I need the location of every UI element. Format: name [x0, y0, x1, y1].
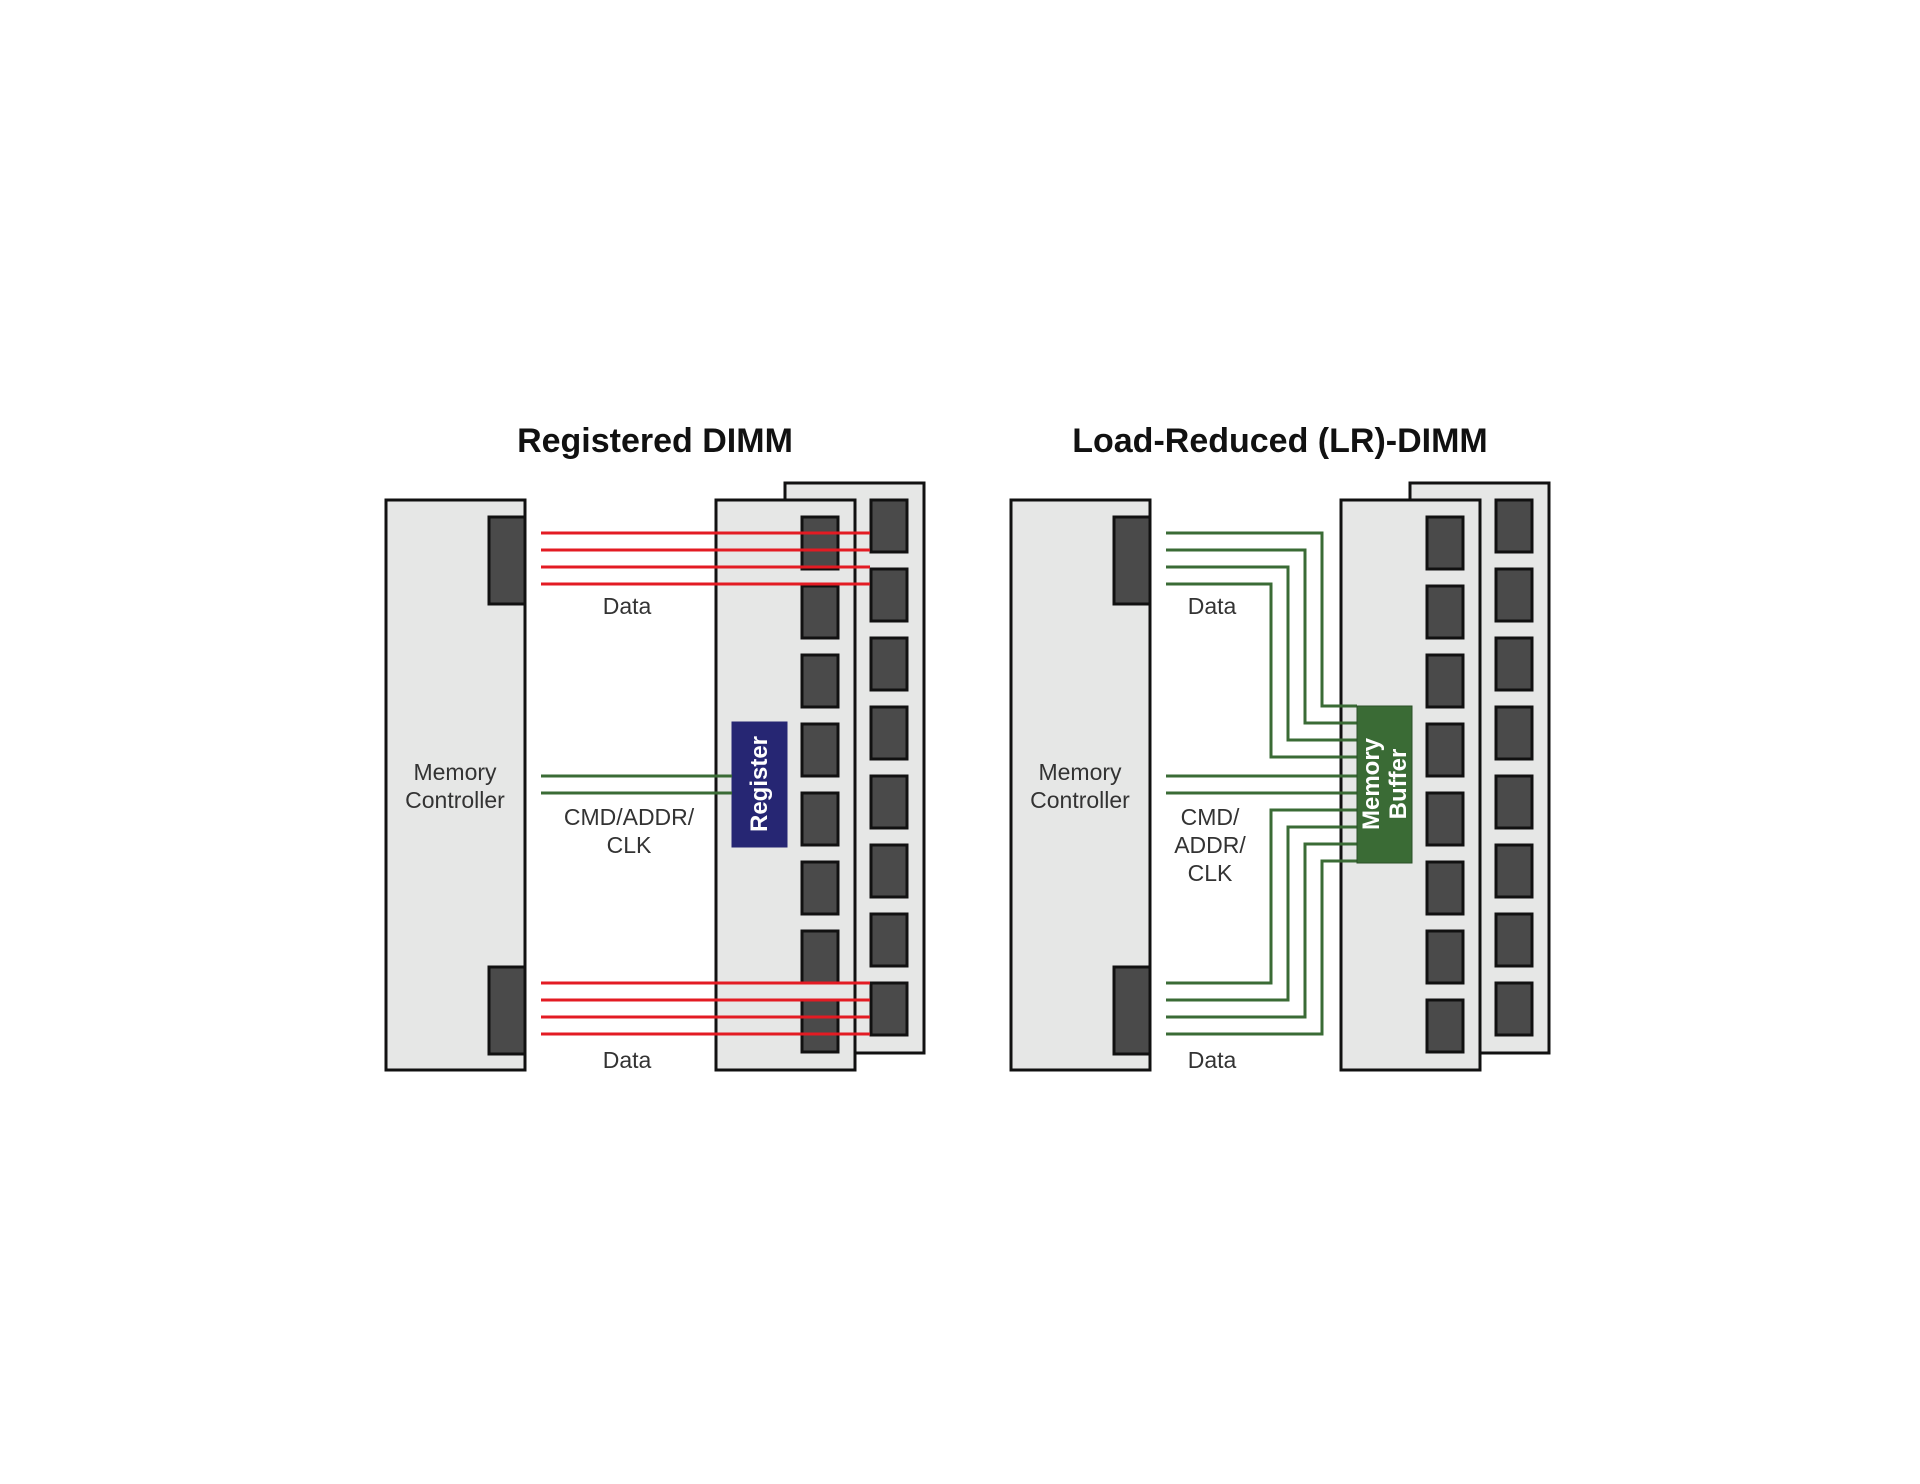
dram-chip: [1494, 774, 1534, 830]
data-bus-top: [541, 531, 870, 586]
dram-chip: [1494, 843, 1534, 899]
register-label: Register: [746, 736, 773, 832]
dram-chip: [800, 860, 840, 916]
data-label-top: Data: [603, 593, 652, 619]
dram-chip: [1494, 498, 1534, 554]
front-dram-chips: [800, 515, 840, 1054]
front-dram-chips: [1425, 515, 1465, 1054]
data-label-top: Data: [1188, 593, 1237, 619]
back-dram-chips: [869, 498, 909, 1037]
dram-chip: [1494, 981, 1534, 1037]
dram-chip: [1425, 722, 1465, 778]
data-label-bottom: Data: [1188, 1047, 1237, 1073]
dram-chip: [800, 515, 840, 571]
cmd-label-line1: CMD/ADDR/: [564, 804, 695, 830]
dram-chip: [1494, 705, 1534, 761]
dram-chip: [1425, 653, 1465, 709]
dram-chip: [800, 998, 840, 1054]
controller-label-line1: Memory: [1038, 759, 1122, 785]
dram-chip: [1425, 791, 1465, 847]
cmd-label-line2: CLK: [607, 832, 652, 858]
data-bus-bottom: [1166, 808, 1357, 1036]
cmd-addr-clk-bus: [1166, 774, 1357, 795]
lr-dimm-panel: Load-Reduced (LR)-DIMM Memory Controller: [1009, 422, 1551, 1073]
registered-dimm-title: Registered DIMM: [517, 422, 793, 460]
memory-buffer-chip: [1356, 705, 1413, 864]
cmd-label-line3: CLK: [1188, 860, 1233, 886]
dram-chip: [869, 498, 909, 554]
data-label-bottom: Data: [603, 1047, 652, 1073]
controller-label-line2: Controller: [405, 787, 505, 813]
memory-buffer-label-line2: Buffer: [1385, 749, 1412, 820]
register-chip: [731, 721, 788, 848]
dram-chip: [1425, 860, 1465, 916]
dram-chip: [1494, 567, 1534, 623]
dram-chip: [800, 791, 840, 847]
dram-chip: [869, 774, 909, 830]
memory-buffer-label-line1: Memory: [1358, 737, 1385, 830]
dram-chip: [1494, 912, 1534, 968]
cmd-label-line2: ADDR/: [1174, 832, 1246, 858]
dram-chip: [869, 636, 909, 692]
controller-data-port-top: [1112, 515, 1152, 606]
memory-buffer-label: Memory Buffer: [1358, 737, 1412, 830]
dram-chip: [1425, 998, 1465, 1054]
dram-chip: [1425, 584, 1465, 640]
dram-chip: [869, 843, 909, 899]
data-bus-top: [1166, 531, 1357, 759]
controller-data-port-top: [487, 515, 527, 606]
dram-chip: [1494, 636, 1534, 692]
dram-chip: [1425, 515, 1465, 571]
dram-chip: [869, 705, 909, 761]
controller-label-line2: Controller: [1030, 787, 1130, 813]
cmd-label-line1: CMD/: [1181, 804, 1240, 830]
back-dram-chips: [1494, 498, 1534, 1037]
dram-chip: [800, 929, 840, 985]
dram-chip: [800, 653, 840, 709]
controller-data-port-bottom: [487, 965, 527, 1056]
dram-chip: [869, 912, 909, 968]
dram-chip: [800, 722, 840, 778]
data-bus-bottom: [541, 981, 870, 1036]
dram-chip: [869, 981, 909, 1037]
dram-chip: [800, 584, 840, 640]
registered-dimm-panel: Registered DIMM Memory Controller: [384, 422, 926, 1073]
controller-label-line1: Memory: [413, 759, 497, 785]
dram-chip: [869, 567, 909, 623]
controller-data-port-bottom: [1112, 965, 1152, 1056]
cmd-addr-clk-bus: [541, 774, 732, 795]
lr-dimm-title: Load-Reduced (LR)-DIMM: [1072, 422, 1488, 460]
dram-chip: [1425, 929, 1465, 985]
